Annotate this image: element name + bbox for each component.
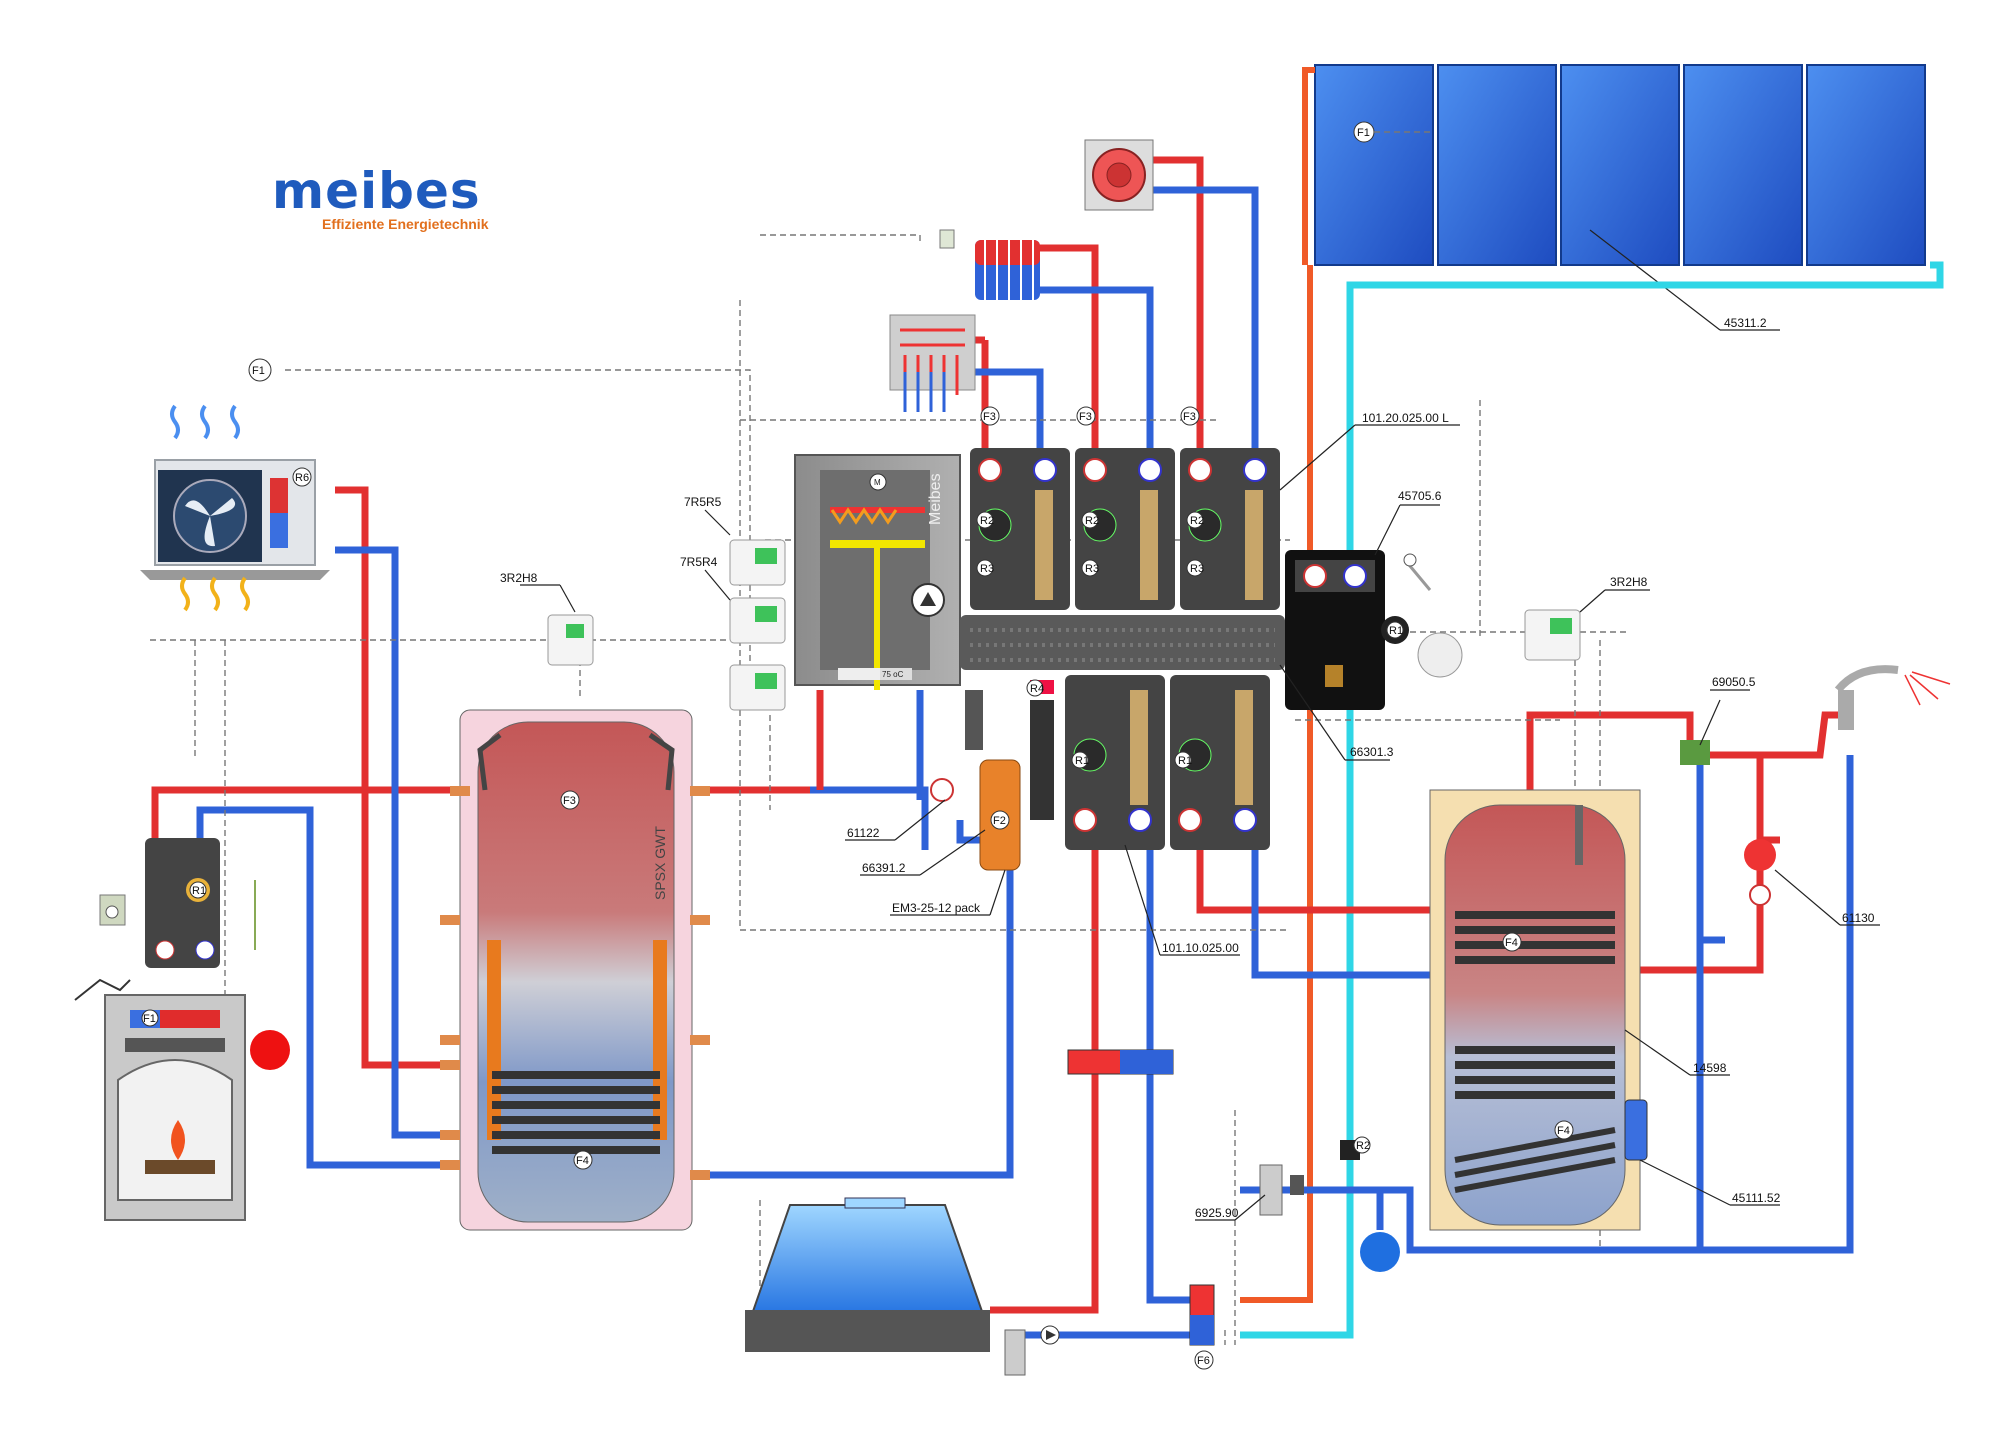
fan-icon (185, 498, 236, 547)
ref-circ-pump: 61130 (1842, 911, 1875, 925)
underfloor-manifold (889, 314, 976, 412)
controller-right: 3R2H8 (1524, 575, 1650, 661)
sensor-tag-f2: F2 (993, 815, 1006, 827)
ref-controller-left: 3R2H8 (500, 571, 538, 585)
warm-air-icon (180, 576, 250, 612)
sensor-tag-r2-c: R2 (1190, 515, 1204, 527)
buffer-coil (492, 1071, 660, 1154)
swimming-pool (745, 1197, 990, 1352)
sensor-tag-f3-a: F3 (983, 411, 996, 423)
safety-group (1259, 1164, 1304, 1216)
sensor-tag-f3-b: F3 (1079, 411, 1092, 423)
controller-left: 3R2H8 (500, 571, 594, 666)
heat-pump-unit: R6 (140, 404, 330, 612)
sensor-tag-f4-dhw-top: F4 (1505, 937, 1518, 949)
ref-mixer-group: 101.10.025.00 (1162, 941, 1239, 955)
sensor-tag-r1-b: R1 (1178, 755, 1192, 767)
solar-panel (1806, 64, 1926, 266)
ref-collector: 45311.2 (1724, 316, 1767, 330)
solar-panel (1437, 64, 1557, 266)
pump-group-upper-1: R2 R3 F3 (970, 406, 1070, 610)
distribution-manifold (960, 615, 1285, 670)
sensor-tag-r2-dhw: R2 (1356, 1140, 1370, 1152)
sensor-tag-r3-c: R3 (1190, 563, 1204, 575)
tap-faucet (1834, 665, 1951, 730)
motor-tag: M (874, 478, 881, 487)
buffer-tank: SPSX GWT F3 F4 (440, 709, 710, 1231)
dhw-r2-pump: R2 (1340, 1136, 1371, 1160)
sensor-tag-f4-buffer: F4 (576, 1155, 589, 1167)
controller-third (729, 664, 786, 711)
pump-group-lower-2: R1 (1170, 675, 1270, 850)
ref-ctrl-7r5r4: 7R5R4 (680, 555, 718, 569)
ref-dhw-tank: 14598 (1693, 1061, 1727, 1075)
sensor-tag-r2-a: R2 (980, 515, 994, 527)
solar-return-pipe (1346, 261, 1944, 535)
heatpump-flow-pipe (335, 486, 455, 1069)
dhw-tank: F4 F4 (1429, 789, 1648, 1231)
ref-thermometer: 61122 (847, 826, 880, 840)
controller-7r5r5: 7R5R5 (684, 495, 786, 586)
fan-coil-unit (1084, 139, 1154, 211)
sensor-tag-f1-solar: F1 (1357, 127, 1370, 139)
gas-boiler: 75 oC M Meibes (794, 454, 961, 690)
ref-heat-exch: 45111.52 (1732, 1191, 1781, 1205)
ref-hydraulic-separator: 66391.2 (862, 861, 906, 875)
sensor-tag-r1-boiler: R1 (192, 885, 206, 897)
sensor-tag-r3-a: R3 (980, 563, 994, 575)
thermostatic-mixer (1680, 740, 1710, 765)
sensor-tag-f3-c: F3 (1183, 411, 1196, 423)
pool-filter-pump (1004, 1325, 1060, 1376)
gas-boiler-label: Meibes (927, 473, 944, 525)
solar-panel (1683, 64, 1803, 266)
boiler-temp: 75 oC (882, 670, 904, 679)
ref-solar-station: 45705.6 (1398, 489, 1442, 503)
sensor-tag-f1-left: F1 (252, 365, 265, 377)
sensor-tag-r1-a: R1 (1075, 755, 1089, 767)
sensor-tag-r3-b: R3 (1085, 563, 1099, 575)
sensor-tag-r6: R6 (295, 472, 309, 484)
ref-mixing-valve: 69050.5 (1712, 675, 1756, 689)
brand-name: meibes (272, 162, 481, 220)
ref-manifold: 66301.3 (1350, 745, 1394, 759)
sensor-tag-f1-boiler: F1 (143, 1013, 156, 1025)
expansion-vessel-dhw (1360, 1232, 1400, 1272)
sensor-tag-r1-solar: R1 (1389, 625, 1403, 637)
pump-group-lower-1: R1 (1065, 675, 1165, 850)
hydraulic-separator: R4 F2 (930, 679, 1054, 871)
sensor-tag-f4-dhw-bottom: F4 (1557, 1125, 1570, 1137)
ref-manifold-line: 101.20.025.00 L (1362, 411, 1449, 425)
solid-fuel-boiler: F1 (74, 978, 246, 1221)
heatpump-return-pipe (335, 546, 455, 1139)
sensor-tag-r4: R4 (1030, 683, 1044, 695)
mixing-header (1067, 1049, 1174, 1075)
sensor-tag-f3-buffer: F3 (563, 795, 576, 807)
sensor-tag-r2-b: R2 (1085, 515, 1099, 527)
pump-group-upper-3: R2 R3 F3 (1180, 406, 1280, 610)
controller-7r5r4: 7R5R4 (680, 555, 786, 644)
sensor-tag-f6: F6 (1197, 1355, 1210, 1367)
pump-icon (920, 592, 936, 606)
solar-panel (1560, 64, 1680, 266)
solar-station: R1 (1285, 550, 1463, 710)
pool-heat-exchanger: F6 (1189, 1284, 1215, 1370)
brand-tagline: Effiziente Energietechnik (322, 216, 489, 232)
pump-group-upper-2: R2 R3 F3 (1075, 406, 1175, 610)
ref-controller-right: 3R2H8 (1610, 575, 1648, 589)
solar-collector-array: F1 45311.2 (1314, 64, 1926, 331)
flame-icon (171, 1120, 185, 1160)
circulation-pump (1744, 839, 1776, 906)
ref-em-pack: EM3-25-12 pack (892, 901, 981, 915)
cold-air-icon (170, 404, 240, 440)
ref-ctrl-7r5r5: 7R5R5 (684, 495, 722, 509)
boiler-load-station: R1 (99, 838, 290, 1070)
brand-logo: meibes Effiziente Energietechnik (272, 162, 489, 232)
solar-pipe-down (1240, 535, 1354, 1339)
buffer-tank-label: SPSX GWT (652, 826, 668, 900)
radiator (939, 229, 1040, 300)
ref-safety-group: 6925.90 (1195, 1206, 1239, 1220)
solar-panel (1314, 64, 1434, 266)
